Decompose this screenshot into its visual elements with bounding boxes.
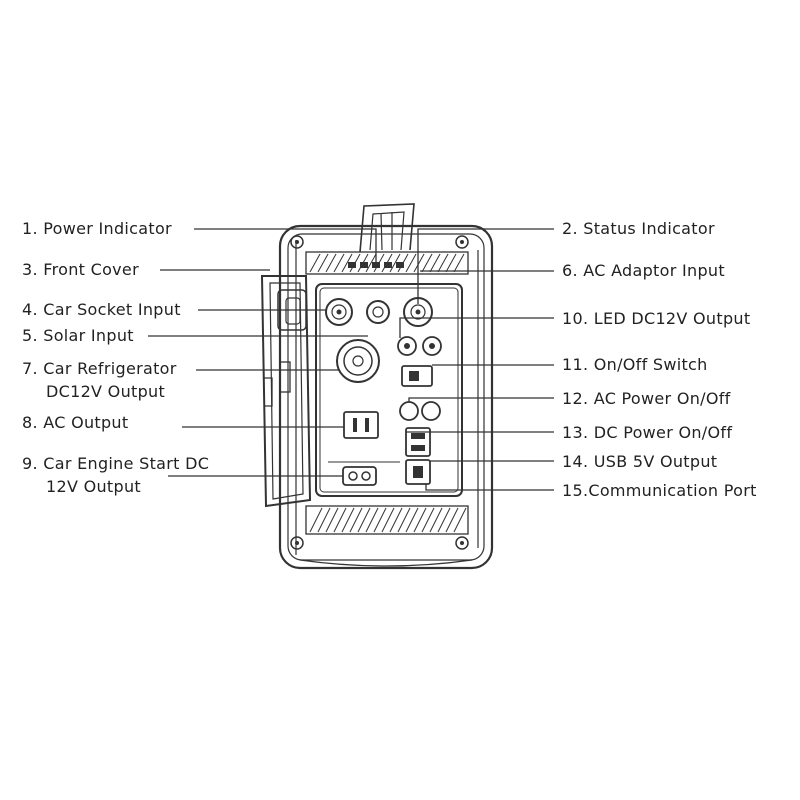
device-body xyxy=(260,203,494,570)
label-car-refrigerator-line2: DC12V Output xyxy=(46,382,165,401)
label-car-refrigerator-line1: 7. Car Refrigerator xyxy=(22,359,177,378)
label-status-indicator: 2. Status Indicator xyxy=(562,219,715,238)
led-dc12v-output-ports xyxy=(397,336,442,356)
carry-handle xyxy=(359,203,415,253)
ac-power-button xyxy=(399,401,419,421)
label-ac-power-on-off: 12. AC Power On/Off xyxy=(562,389,731,408)
on-off-switch xyxy=(401,365,433,387)
label-usb-5v-output: 14. USB 5V Output xyxy=(562,452,717,471)
label-ac-adaptor-input: 6. AC Adaptor Input xyxy=(562,261,725,280)
callout-labels: 1. Power Indicator 3. Front Cover 4. Car… xyxy=(22,219,757,500)
label-communication-port: 15.Communication Port xyxy=(562,481,757,500)
device-casing xyxy=(278,224,494,570)
label-front-cover: 3. Front Cover xyxy=(22,260,139,279)
leader-lines xyxy=(148,228,554,491)
label-power-indicator: 1. Power Indicator xyxy=(22,219,172,238)
label-led-dc12v-output: 10. LED DC12V Output xyxy=(562,309,750,328)
bottom-vent-grille xyxy=(305,505,469,535)
front-panel xyxy=(315,283,463,497)
usb-5v-output-ports xyxy=(405,427,431,457)
solar-input-port xyxy=(366,300,390,324)
label-car-engine-start-line2: 12V Output xyxy=(46,477,141,496)
corner-screws xyxy=(290,235,469,550)
ac-output-outlet xyxy=(343,411,379,439)
label-ac-output: 8. AC Output xyxy=(22,413,128,432)
dc-power-button xyxy=(421,401,441,421)
label-car-socket-input: 4. Car Socket Input xyxy=(22,300,181,319)
car-socket-input-port xyxy=(325,298,353,326)
communication-port xyxy=(405,459,431,485)
car-refrigerator-socket xyxy=(336,339,380,383)
label-dc-power-on-off: 13. DC Power On/Off xyxy=(562,423,732,442)
label-on-off-switch: 11. On/Off Switch xyxy=(562,355,708,374)
label-car-engine-start-line1: 9. Car Engine Start DC xyxy=(22,454,209,473)
indicator-leds xyxy=(348,262,404,268)
car-engine-start-output xyxy=(328,461,400,486)
label-solar-input: 5. Solar Input xyxy=(22,326,134,345)
